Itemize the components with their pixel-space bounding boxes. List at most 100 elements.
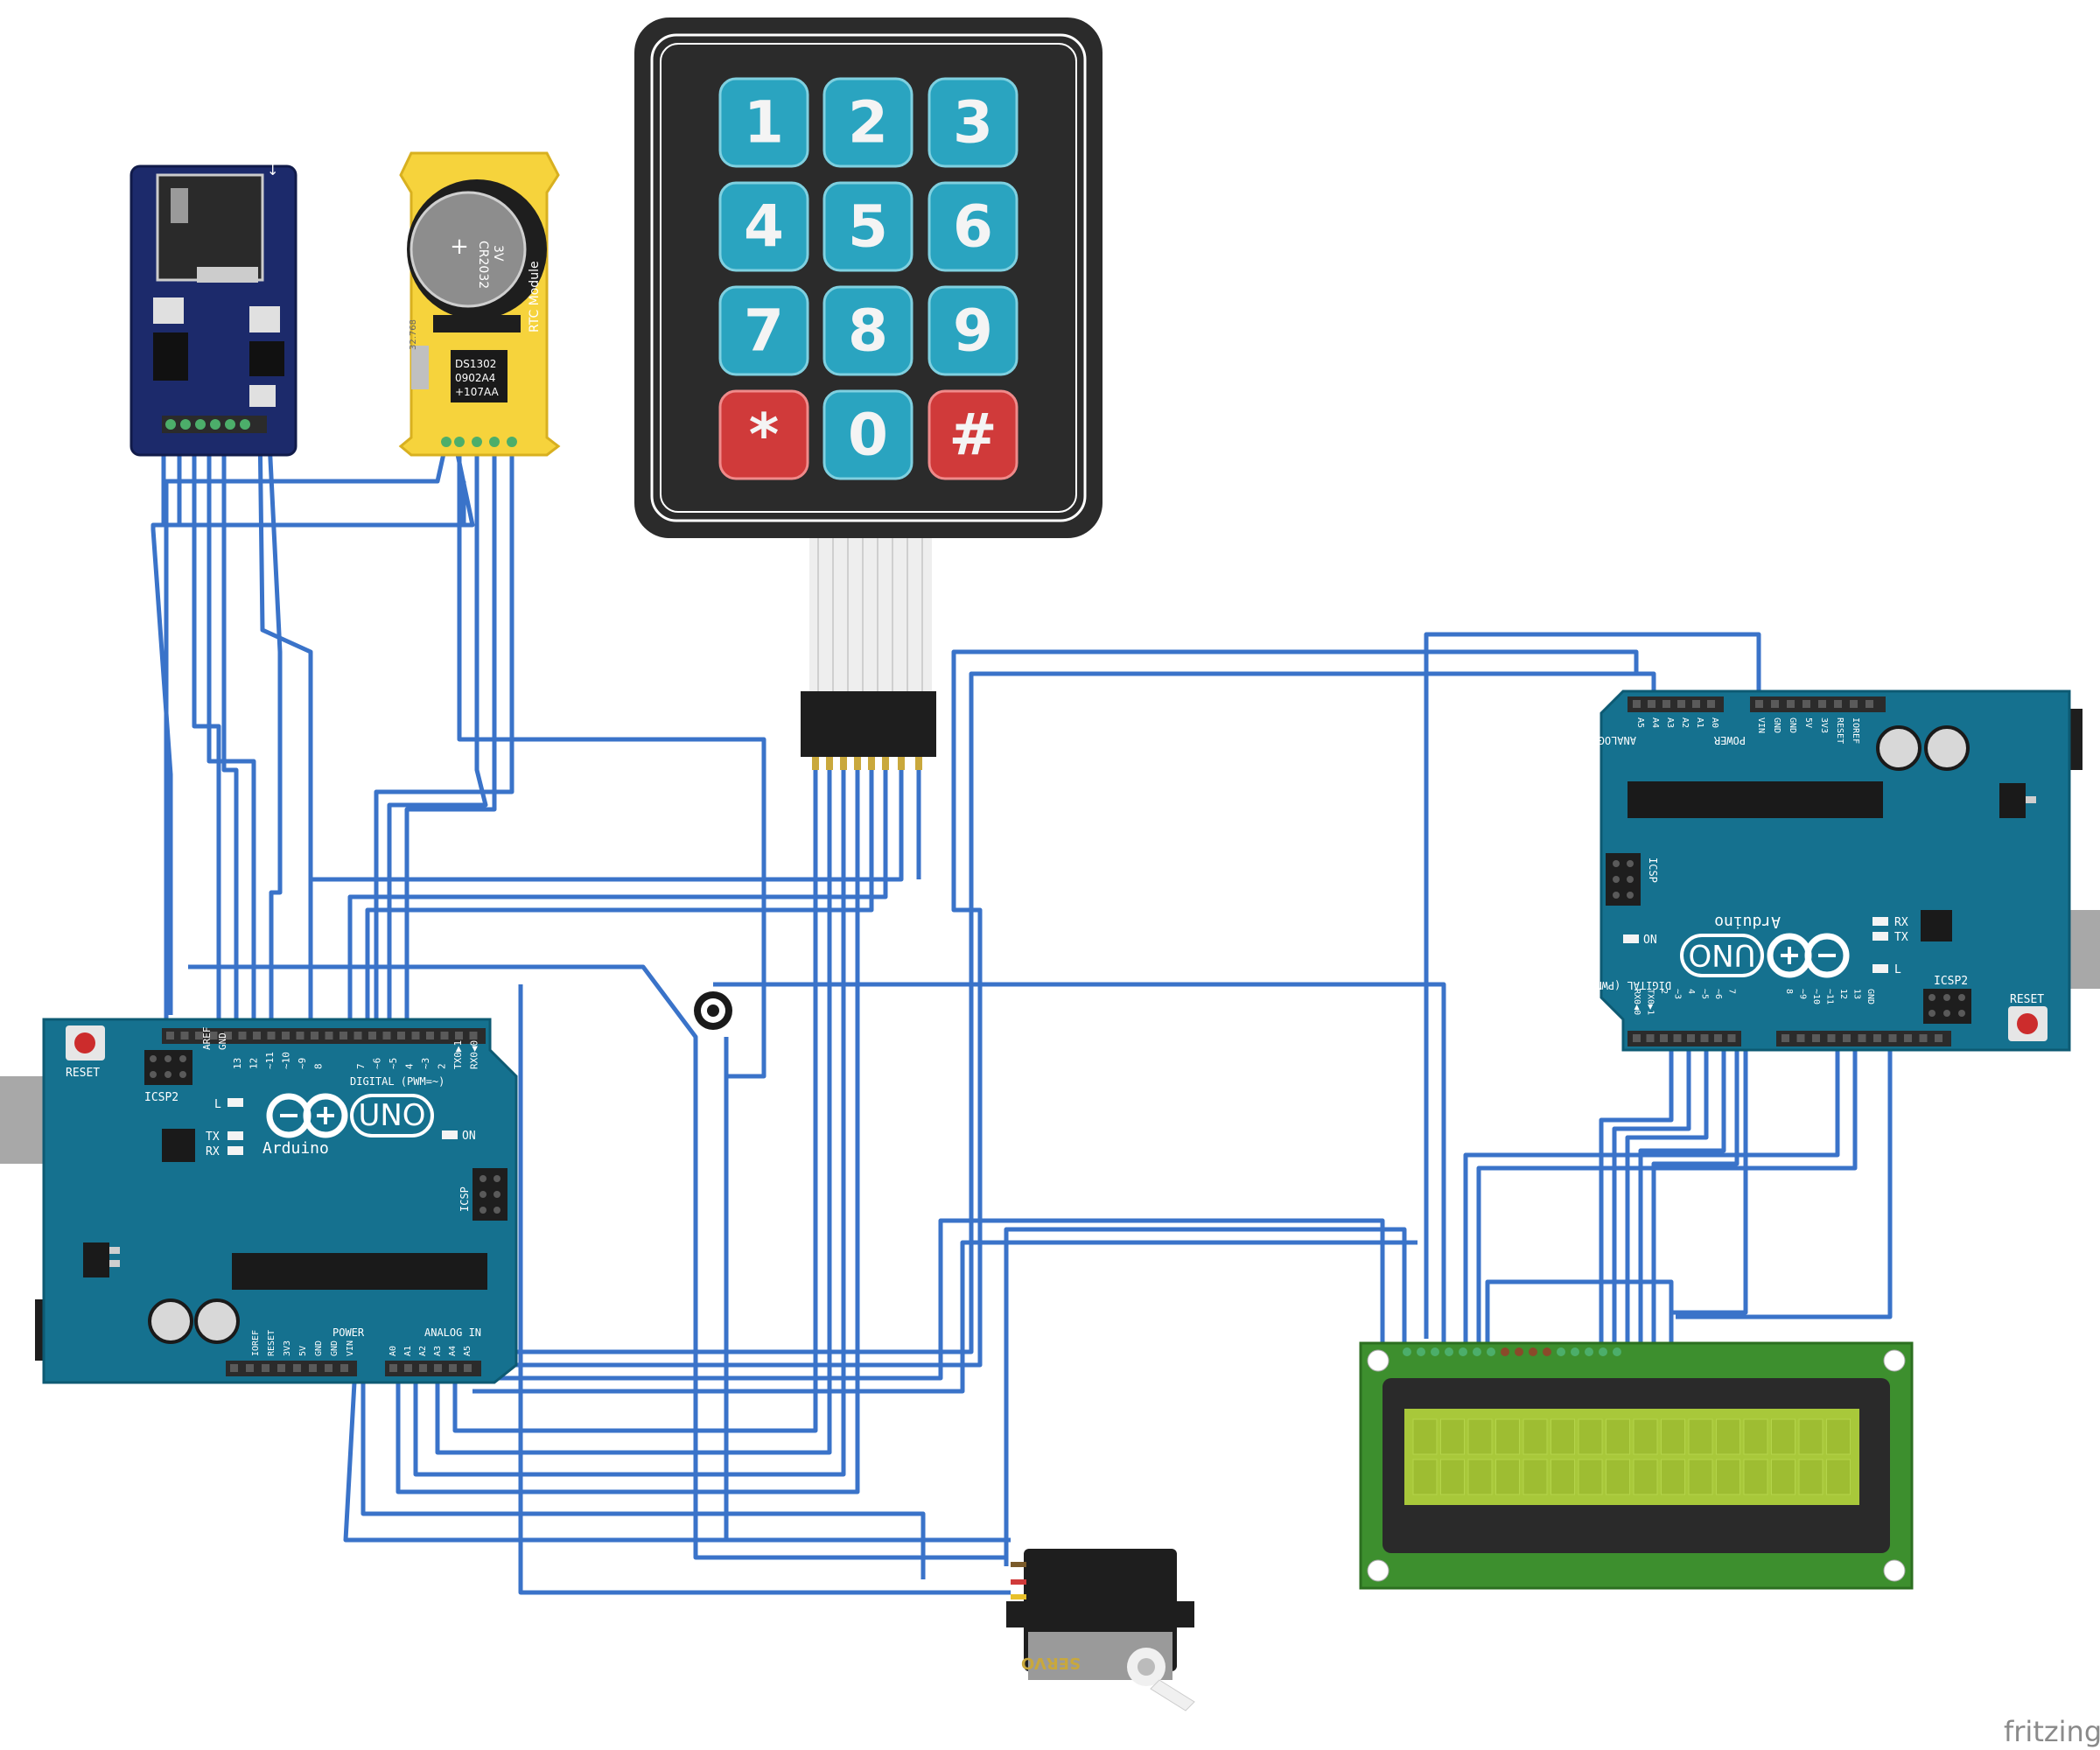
keypad-key-5[interactable]: 5 [822,181,914,272]
left-digital-pin-label: ~6 [372,1058,383,1069]
keypad-key-6[interactable]: 6 [928,181,1018,272]
keypad-key-0[interactable]: 0 [822,389,914,480]
keypad-key-label: 5 [848,193,888,261]
keypad-key-4[interactable]: 4 [718,181,809,272]
right-digital-pin-label: 7 [1727,989,1737,994]
right-digital-pin-label: GND [1866,989,1875,1004]
right-analog-pin-label: A4 [1650,718,1660,728]
wire-ard-bottom-2 [360,1382,926,1579]
arduino-logo-left [266,1093,434,1138]
left-power-pin-label: RESET [267,1330,276,1356]
right-digital-pin-label: ~9 [1798,989,1808,999]
right-digital-pin-label: ~6 [1713,989,1723,999]
right-digital-pin-label: ~11 [1825,989,1835,1004]
left-power-holes [230,1364,472,1372]
keypad-key-star[interactable]: * [718,389,809,480]
wire-right-9 [1676,1050,1893,1320]
right-digital-pin-label: ~10 [1811,989,1821,1004]
brand-label-right: Arduino [1714,913,1781,931]
aref-label-left: AREF [201,1027,213,1051]
rtc-chip-line3: +107AA [455,386,500,398]
left-analog-pin-label: A5 [463,1346,472,1356]
right-power-pin-label: IOREF [1851,718,1860,744]
keypad-key-label: 8 [848,298,888,365]
left-power-pin-label: 3V3 [283,1340,292,1356]
tx-label-left: TX [206,1130,220,1144]
keypad-key-label: 1 [744,89,784,157]
rtc-battery-volt: 3V [491,245,505,262]
sd-pins [165,419,250,430]
icsp2-header-right [1923,989,1971,1024]
left-digital-pin-label: 13 [232,1058,243,1069]
lcd-module [1359,1341,1914,1590]
wire-kp-3 [413,770,846,1477]
right-analog-pin-label: A2 [1680,718,1690,728]
wire-ard-bottom-6 [438,649,1639,1368]
rtc-pins [441,437,517,447]
servo-wire-colors [1011,1562,1026,1600]
wires [150,424,1893,1595]
right-power-pin-label: 5V [1803,718,1813,728]
left-digital-holes [166,1032,478,1040]
keypad-key-3[interactable]: 3 [928,77,1018,168]
icsp-header-left [472,1168,508,1221]
rx-label-left: RX [206,1145,220,1158]
right-digital-pin-label: 13 [1852,989,1862,999]
icsp2-label-right: ICSP2 [1934,975,1968,988]
left-power-pin-label: GND [330,1340,340,1356]
keypad-key-8[interactable]: 8 [822,285,914,376]
l-label-left: L [214,1098,221,1111]
wire-pot-3 [724,1037,1011,1543]
right-digital-pin-label: 12 [1838,989,1848,999]
wire-kp-5 [365,770,874,1032]
right-digital-holes [1633,1034,1942,1042]
left-digital-pin-label: 12 [248,1058,260,1069]
right-analog-pin-label: A3 [1665,718,1675,728]
right-digital-pin-label: 2 [1659,989,1669,994]
icsp-label-right: ICSP [1647,858,1659,883]
keypad-key-2[interactable]: 2 [822,77,914,168]
wire-kp-4 [396,770,860,1494]
on-label-left: ON [462,1130,476,1143]
wire-pot-1 [188,964,1407,1560]
power-label-left: POWER [332,1326,365,1339]
keypad-key-hash[interactable]: # [928,389,1018,480]
right-power-pin-label: GND [1788,718,1797,733]
right-digital-pin-label: ~3 [1673,989,1683,999]
keypad-key-7[interactable]: 7 [718,285,809,376]
icsp-label-left: ICSP [458,1186,471,1212]
left-power-pin-label: GND [314,1340,324,1356]
left-power-pin-label: IOREF [251,1330,261,1356]
analog-label-left: ANALOG IN [424,1326,481,1339]
left-digital-pin-label: 2 [437,1063,448,1069]
rtc-battery-label: CR2032 [476,241,490,289]
right-digital-pin-label: 8 [1784,989,1794,994]
wire-rtc-2 [457,442,766,1079]
keypad-key-label: 9 [953,298,993,365]
rx-label-right: RX [1894,916,1908,929]
wire-sd-7 [266,424,283,1032]
brand-label-left: Arduino [262,1139,329,1158]
keypad-key-label: 4 [744,193,784,261]
right-analog-pin-label: A0 [1710,718,1719,728]
keypad-key-label: 0 [848,402,888,469]
potentiometer[interactable] [694,991,732,1030]
keypad-key-1[interactable]: 1 [718,77,809,168]
keypad-key-label: 3 [953,89,993,157]
wire-kp-2 [435,770,832,1455]
wire-ard-bottom-7 [446,671,1656,1354]
right-power-pin-label: 3V3 [1819,718,1829,733]
right-digital-pin-label: 4 [1686,989,1696,994]
wire-sd-1 [150,424,173,1015]
uno-label-right: UNO [1688,937,1755,972]
left-digital-pin-label: 8 [313,1063,325,1069]
left-digital-pin-label: RX0◀0 [469,1040,480,1069]
left-analog-pin-label: A1 [403,1346,413,1356]
keypad-key-9[interactable]: 9 [928,285,1018,376]
